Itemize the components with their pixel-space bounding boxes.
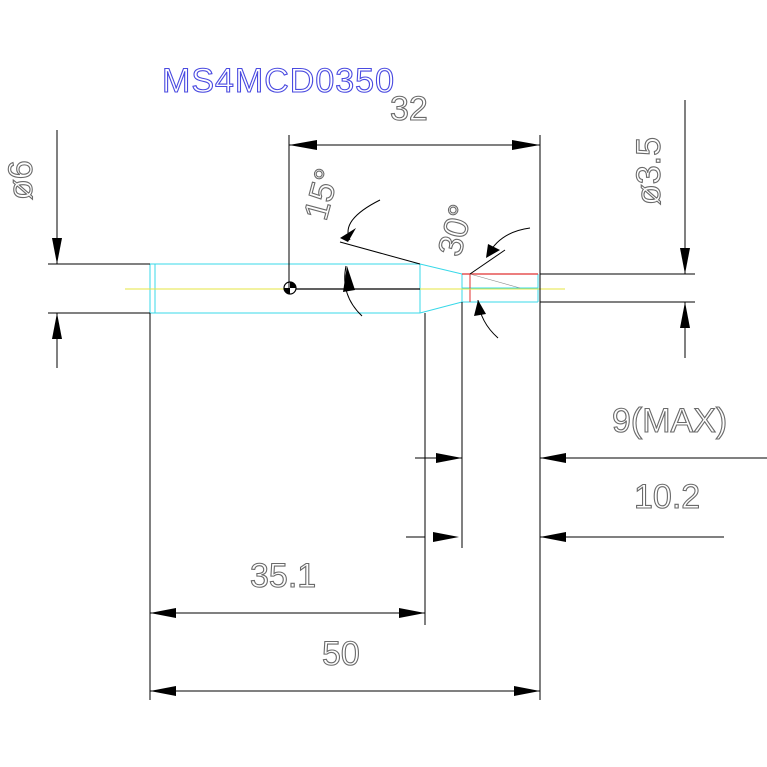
body-length-label: 35.1: [250, 557, 316, 595]
dim-overall-length: 32: [288, 89, 541, 700]
tip-section-label: 10.2: [634, 478, 700, 516]
dim-tip-max-length: 9(MAX): [415, 302, 767, 548]
dim-tip-section-length: 10.2: [406, 313, 724, 625]
dim-shank-diameter: ø6: [1, 130, 150, 368]
taper-bottom-edge: [419, 301, 463, 314]
datum-target-icon: [283, 281, 297, 295]
dim-tip-diameter: ø3.5: [540, 100, 695, 358]
tip-diameter-label: ø3.5: [630, 137, 668, 205]
overall-length-label: 32: [390, 90, 428, 128]
taper-top-edge: [419, 263, 463, 275]
shank-diameter-label: ø6: [2, 160, 40, 200]
total-length-label: 50: [322, 635, 360, 673]
dim-total-length: 50: [150, 634, 540, 696]
tip-hidden-line: [469, 273, 521, 289]
tip-max-label: 9(MAX): [612, 402, 727, 440]
part-outline: [149, 263, 539, 314]
dim-body-length: 35.1: [149, 313, 425, 700]
part-number-label: MS4MCD0350: [162, 62, 395, 100]
